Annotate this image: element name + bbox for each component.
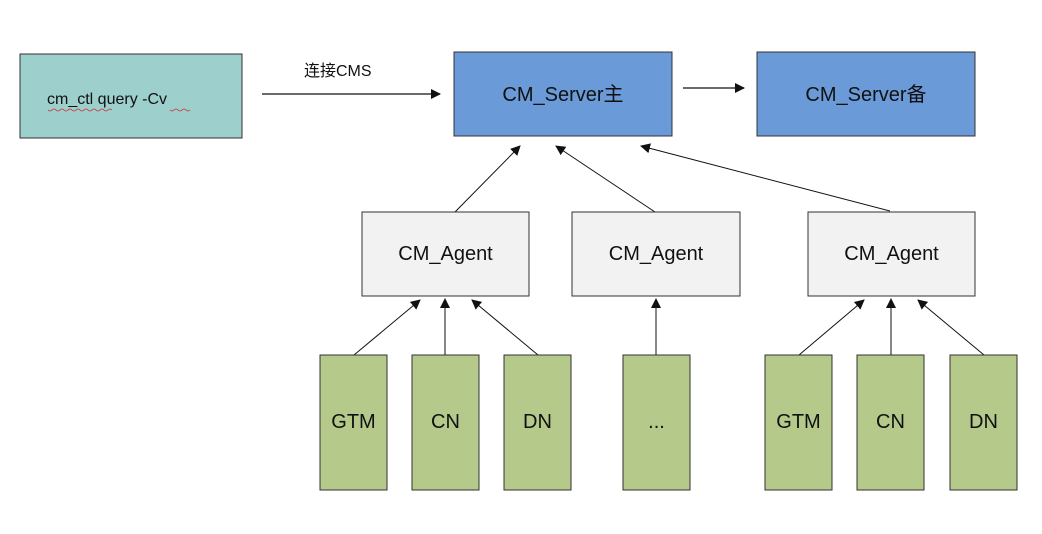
- component-label: CN: [431, 411, 460, 433]
- dn-2-to-agent-arrow: [917, 299, 985, 356]
- component-cn-1: CN: [411, 354, 480, 491]
- connect-label: 连接CMS: [304, 62, 372, 80]
- dn-1-to-agent-arrow: [471, 299, 539, 356]
- gtm-2-to-agent-arrow: [798, 299, 865, 356]
- component-gtm-1: GTM: [319, 354, 388, 491]
- component-gtm-2: GTM: [764, 354, 833, 491]
- component-label: GTM: [776, 411, 820, 433]
- cli-box: cm_ctl query -Cv: [19, 53, 243, 139]
- agent-2-to-server-arrow: [555, 145, 656, 213]
- spellcheck-underline: [47, 108, 113, 112]
- spellcheck-underline: [169, 108, 191, 112]
- component-label: ...: [648, 411, 665, 433]
- cm-server-primary-label: CM_Server主: [502, 83, 623, 106]
- component-label: CN: [876, 411, 905, 433]
- cm-server-standby: CM_Server备: [756, 51, 976, 137]
- component-label: DN: [523, 411, 552, 433]
- component-cn-2: CN: [856, 354, 925, 491]
- gtm-1-to-agent-arrow: [353, 299, 421, 356]
- component-ellipsis: ...: [622, 354, 691, 491]
- component-dn-2: DN: [949, 354, 1018, 491]
- component-label: GTM: [331, 411, 375, 433]
- component-dn-1: DN: [503, 354, 572, 491]
- cm-server-primary: CM_Server主: [453, 51, 673, 137]
- agent-1-to-server-arrow: [454, 145, 521, 213]
- cm-agent-label: CM_Agent: [609, 243, 704, 265]
- cm-agent-3: CM_Agent: [807, 211, 976, 297]
- agent-3-to-server-arrow: [640, 143, 891, 212]
- cm-agent-1: CM_Agent: [361, 211, 530, 297]
- cli-command-text: cm_ctl query -Cv: [47, 91, 167, 108]
- cm-server-standby-label: CM_Server备: [805, 83, 926, 106]
- component-label: DN: [969, 411, 998, 433]
- cm-agent-label: CM_Agent: [844, 243, 939, 265]
- cm-agent-label: CM_Agent: [398, 243, 493, 265]
- cm-agent-2: CM_Agent: [571, 211, 741, 297]
